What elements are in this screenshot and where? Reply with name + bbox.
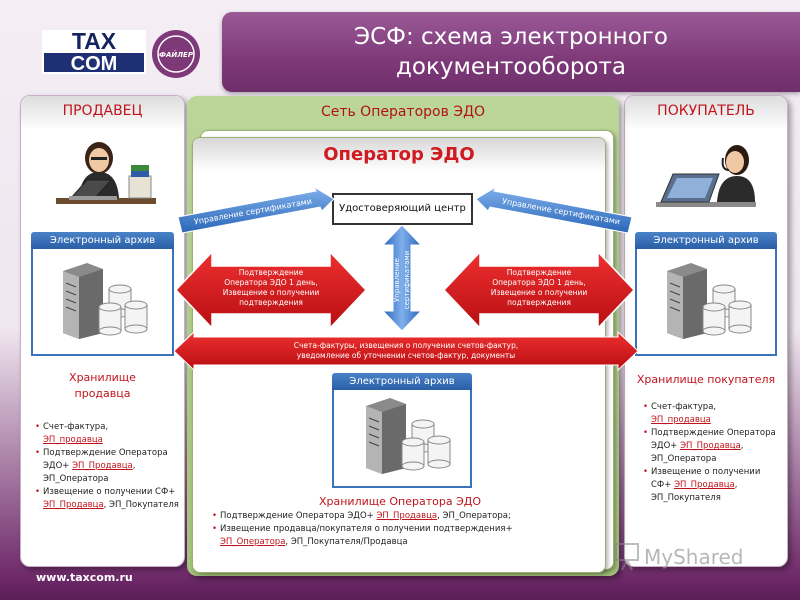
operator-title: Оператор ЭДО (193, 138, 605, 172)
seller-panel: ПРОДАВЕЦ Электронный архив (20, 95, 185, 567)
confirm-arrow-left (176, 250, 366, 330)
title-line-1: ЭСФ: схема электронного (354, 24, 668, 50)
logo-text-top: TAX (72, 30, 117, 54)
list-item: Извещение о получении СФ+ ЭП_Продавца, Э… (643, 466, 781, 505)
filer-badge-icon: ФАЙЛЕР (152, 30, 200, 78)
seller-storage-line-1: Хранилище (69, 371, 136, 384)
seller-archive-box (31, 249, 174, 356)
operator-archive-box (332, 390, 472, 488)
server-database-icon (63, 263, 148, 339)
list-item: Подтверждение Оператора ЭДО+ ЭП_Продавца… (643, 427, 781, 466)
server-database-icon (366, 398, 451, 474)
cert-mgmt-arrow-right (475, 187, 633, 234)
list-item: Подтверждение Оператора ЭДО+ ЭП_Продавца… (212, 510, 542, 523)
buyer-archive-box (635, 249, 777, 356)
list-item: Счет-фактура,ЭП_продавца (35, 421, 182, 447)
woman-at-laptop-icon (56, 142, 156, 204)
footer-url[interactable]: www.taxcom.ru (36, 571, 133, 584)
operator-storage-title: Хранилище Оператора ЭДО (318, 495, 482, 508)
watermark-text: MyShared (644, 545, 744, 569)
buyer-panel: ПОКУПАТЕЛЬ Электронный архив Хранилище п… (624, 95, 788, 567)
logo-text-bottom: COM (71, 53, 118, 74)
buyer-storage-title: Хранилище покупателя (636, 373, 776, 386)
list-item: Извещение продавца/покупателя о получени… (212, 523, 542, 549)
list-item: Счет-фактура,ЭП_продавца (643, 401, 781, 427)
seller-storage-title: Хранилище продавца (21, 370, 184, 402)
page-title: ЭСФ: схема электронного документооборота (222, 22, 800, 82)
list-item: Извещение о получении СФ+ ЭП_Продавца, Э… (35, 486, 182, 512)
badge-text: ФАЙЛЕР (159, 50, 194, 59)
invoice-flow-arrow (174, 331, 638, 371)
title-line-2: документооборота (396, 54, 626, 80)
seller-storage-line-2: продавца (74, 387, 131, 400)
operator-doc-list: Подтверждение Оператора ЭДО+ ЭП_Продавца… (212, 510, 542, 549)
server-database-icon (667, 263, 752, 339)
buyer-doc-list: Счет-фактура,ЭП_продавца Подтверждение О… (643, 401, 781, 505)
seller-title: ПРОДАВЕЦ (21, 96, 184, 130)
title-banner: ЭСФ: схема электронного документооборота (222, 12, 800, 92)
cert-mgmt-arrow-left (177, 187, 335, 234)
watermark: MyShared (615, 543, 744, 571)
buyer-archive-label: Электронный архив (635, 232, 777, 249)
taxcom-logo: TAX COM (42, 30, 146, 74)
confirm-arrow-right (444, 250, 634, 330)
presentation-icon (615, 543, 639, 571)
operator-archive-label: Электронный архив (332, 373, 472, 390)
seller-doc-list: Счет-фактура,ЭП_продавца Подтверждение О… (35, 421, 182, 512)
certificate-authority-box: Удостоверяющий центр (332, 193, 473, 225)
woman-with-headset-icon (656, 145, 756, 207)
cert-mgmt-vertical-label: Управление сертификатами (393, 250, 411, 310)
cert-mgmt-arrow-vertical (381, 225, 423, 331)
buyer-title: ПОКУПАТЕЛЬ (625, 96, 787, 130)
network-title: Сеть Операторов ЭДО (320, 104, 486, 120)
seller-archive-label: Электронный архив (31, 232, 174, 249)
invoice-flow-label: Счета-фактуры, извещения о получении сче… (293, 341, 519, 360)
list-item: Подтверждение Оператора ЭДО+ ЭП_Продавца… (35, 447, 182, 486)
